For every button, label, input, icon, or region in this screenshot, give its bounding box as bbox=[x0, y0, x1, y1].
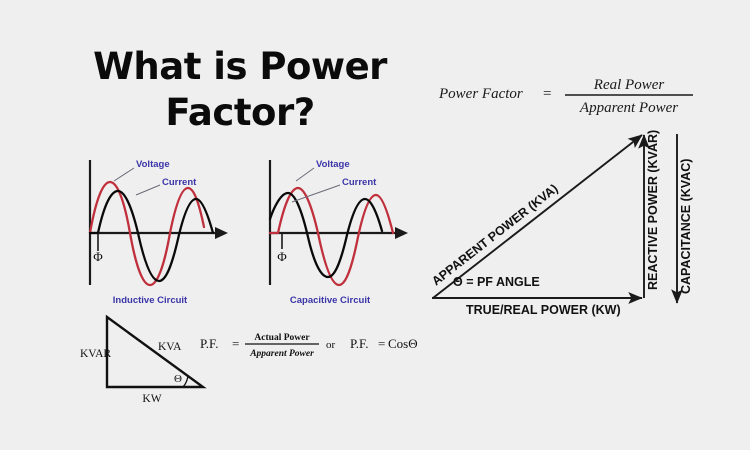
pf-equation: P.F. = Actual Power Apparent Power or P.… bbox=[200, 333, 418, 359]
current-leader-line bbox=[135, 184, 161, 196]
voltage-waveform bbox=[268, 186, 395, 287]
current-leader-line bbox=[291, 184, 341, 203]
voltage-leader-line bbox=[295, 167, 315, 182]
kvar-label: KVAR bbox=[80, 348, 111, 360]
pf-denominator: Apparent Power bbox=[249, 349, 314, 359]
page-title: What is Power Factor? bbox=[60, 44, 420, 136]
pf-lhs: P.F. bbox=[200, 336, 218, 351]
phase-angle-label: Φ bbox=[93, 249, 103, 264]
inductive-caption: Inductive Circuit bbox=[113, 295, 188, 306]
apparent-power-vector bbox=[432, 134, 643, 299]
page-title-line-2: Factor? bbox=[165, 91, 315, 134]
power-factor-formula: Power Factor = Real Power Apparent Power bbox=[438, 77, 693, 116]
capacitive-caption: Capacitive Circuit bbox=[290, 295, 371, 306]
formula-denominator: Apparent Power bbox=[579, 100, 678, 116]
pf-numerator: Actual Power bbox=[254, 333, 310, 343]
x-axis-arrow-icon bbox=[215, 227, 228, 239]
voltage-label: Voltage bbox=[136, 159, 170, 170]
formula-lhs: Power Factor bbox=[438, 86, 523, 102]
power-triangle-diagram: APPARENT POWER (KVA) REACTIVE POWER (KVA… bbox=[429, 130, 693, 317]
current-waveform bbox=[268, 191, 384, 279]
pf-angle-label: Θ = PF ANGLE bbox=[453, 275, 540, 289]
voltage-waveform bbox=[88, 180, 206, 287]
apparent-power-label: APPARENT POWER (KVA) bbox=[429, 181, 560, 288]
reactive-power-label: REACTIVE POWER (KVAR) bbox=[646, 130, 660, 290]
voltage-label: Voltage bbox=[316, 159, 350, 170]
page-title-line-1: What is Power bbox=[93, 45, 387, 88]
phase-angle-label: Φ bbox=[277, 249, 287, 264]
pf-conjunction: or bbox=[326, 339, 336, 351]
formula-equals: = bbox=[543, 86, 551, 102]
inductive-circuit-chart: Φ Voltage Current Inductive Circuit bbox=[88, 159, 228, 306]
pf-equals: = bbox=[232, 336, 239, 351]
pf-alt-lhs: P.F. bbox=[350, 336, 368, 351]
current-label: Current bbox=[342, 177, 377, 188]
capacitive-circuit-chart: Φ Voltage Current Capacitive Circuit bbox=[268, 159, 408, 306]
kw-label: KW bbox=[142, 393, 161, 405]
pf-alt-rhs: CosΘ bbox=[388, 336, 418, 351]
pf-alt-equals: = bbox=[378, 336, 385, 351]
kva-label: KVA bbox=[158, 341, 182, 353]
current-waveform bbox=[88, 189, 215, 283]
small-power-triangle: Θ KVAR KVA KW bbox=[80, 314, 207, 405]
voltage-leader-line bbox=[113, 167, 135, 182]
triangle-outline bbox=[105, 314, 207, 389]
x-axis-arrow-icon bbox=[395, 227, 408, 239]
formula-numerator: Real Power bbox=[593, 77, 665, 93]
capacitance-label: CAPACITANCE (KVAC) bbox=[679, 159, 693, 294]
angle-label: Θ bbox=[174, 373, 182, 385]
angle-arc bbox=[182, 374, 189, 388]
current-label: Current bbox=[162, 177, 197, 188]
real-power-label: TRUE/REAL POWER (KW) bbox=[466, 303, 621, 317]
